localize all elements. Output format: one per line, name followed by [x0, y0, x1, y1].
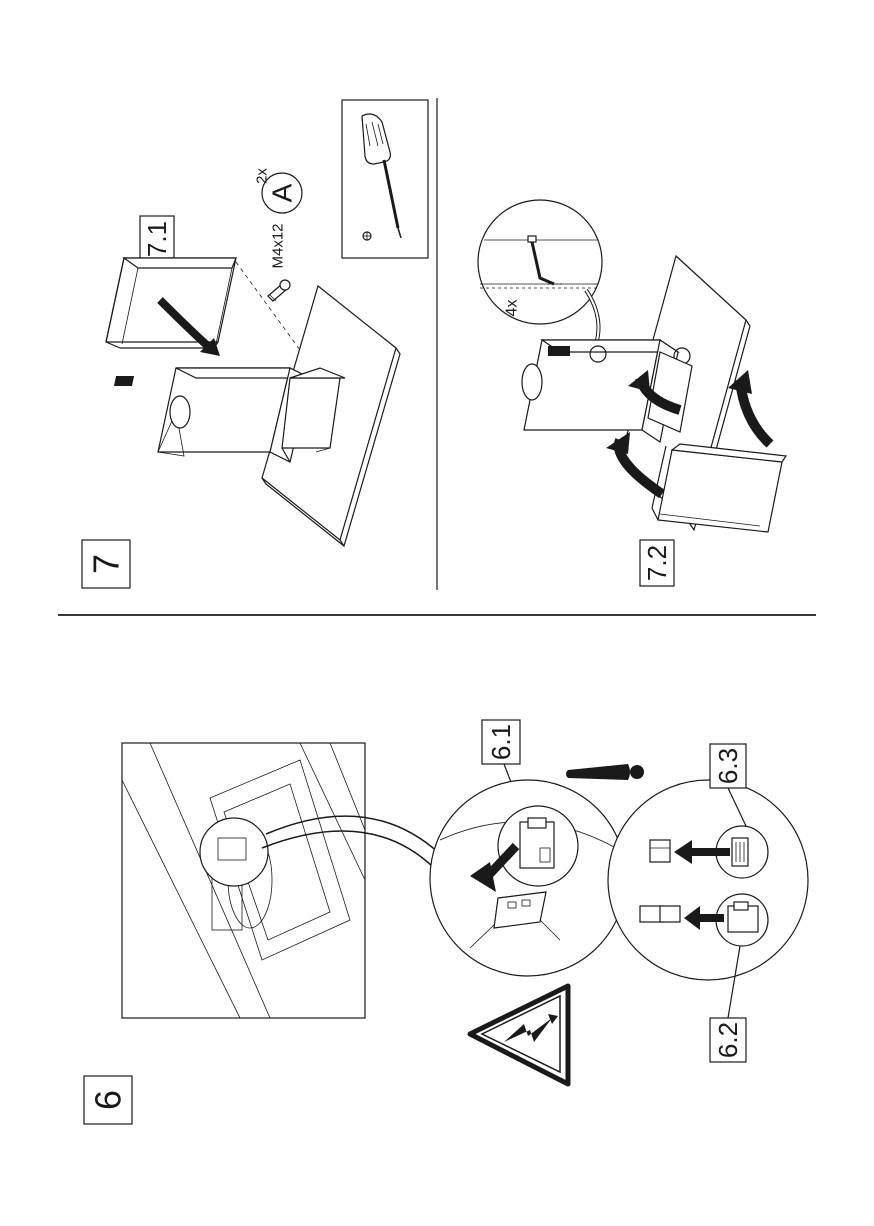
step-6-label: 6	[84, 1076, 132, 1124]
substep-7-2-number: 7.2	[642, 545, 672, 581]
plug-detail-magnifier	[430, 780, 626, 976]
overview-frame	[122, 743, 365, 1018]
step-6-number: 6	[88, 1090, 129, 1110]
substep-6-3-label: 6.3	[710, 744, 746, 788]
electric-hazard-icon	[470, 986, 568, 1084]
chimney-body-right	[522, 340, 692, 442]
substep-6-2-label: 6.2	[710, 1018, 746, 1062]
chimney-cover-lower	[652, 444, 786, 532]
substep-7-2-label: 7.2	[640, 540, 674, 586]
substep-6-1-number: 6.1	[486, 724, 516, 760]
step-7-number: 7	[86, 554, 127, 574]
substep-7-1-number: 7.1	[142, 221, 172, 257]
exclamation-icon	[566, 764, 644, 780]
guide-line	[236, 262, 300, 350]
screw-size-label: M4x12	[270, 223, 287, 268]
clip-count-label: 4x	[504, 300, 521, 317]
substep-6-2-number: 6.2	[713, 1022, 743, 1058]
connector-detail-magnifier	[608, 780, 808, 980]
screwdriver-icon	[342, 100, 428, 258]
substep-7-1-label: 7.1	[140, 216, 174, 262]
chimney-cover-upper	[106, 258, 236, 348]
screw-icon	[268, 280, 290, 301]
part-letter: A	[267, 183, 298, 202]
part-quantity: 2x	[254, 168, 271, 184]
substep-6-1-label: 6.1	[482, 720, 520, 764]
step-7-label: 7	[82, 540, 130, 588]
part-a-callout: A 2x	[254, 168, 303, 213]
substep-6-3-number: 6.3	[713, 748, 743, 784]
chimney-body-left	[114, 368, 345, 462]
clip-detail-magnifier	[478, 200, 602, 324]
